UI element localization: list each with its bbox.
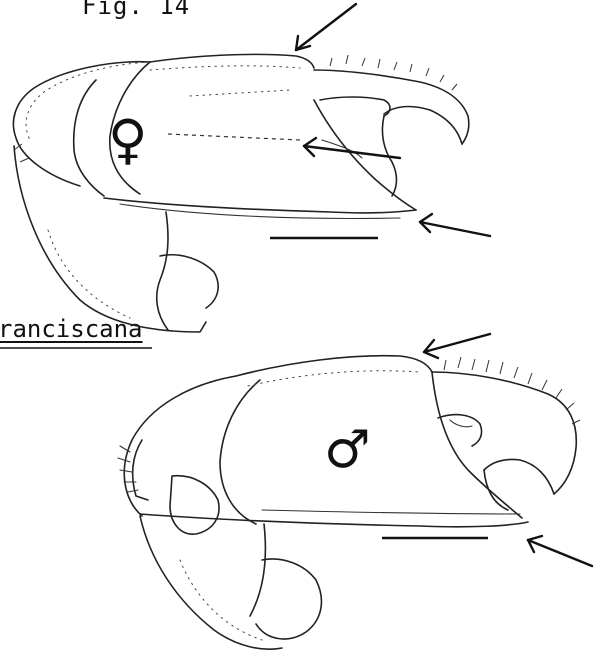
male-sex-symbol: ♂ [324, 420, 371, 480]
arrow-lower-female [420, 222, 490, 236]
arrow-upper-female [296, 4, 356, 50]
male-arrows [424, 334, 592, 566]
female-sex-symbol: ♀ [108, 108, 148, 171]
arrow-upper-male [424, 334, 490, 352]
female-claw-drawing [13, 54, 468, 332]
arrow-lower-male [528, 540, 592, 566]
male-claw-drawing [118, 356, 580, 650]
